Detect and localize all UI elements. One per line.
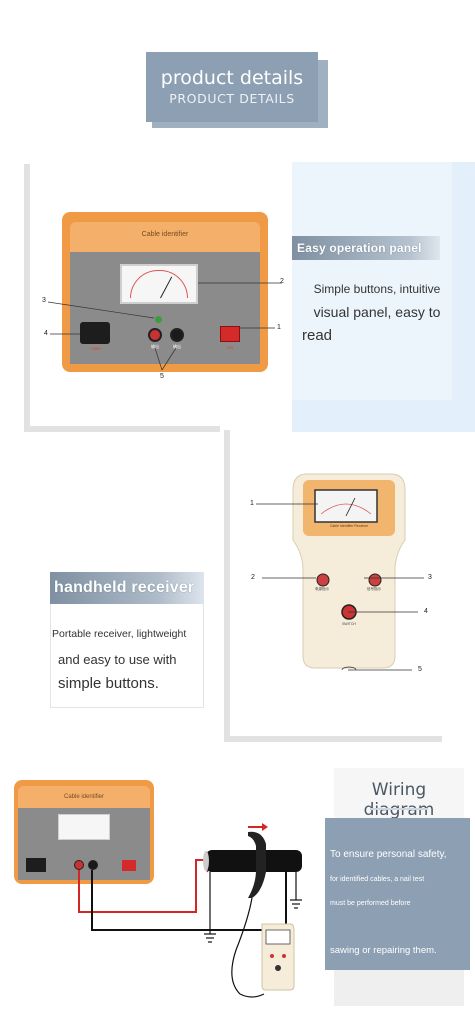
wiring-transmitter-header <box>18 786 150 808</box>
section2-frame-bottom <box>224 736 442 742</box>
receiver-callout-3: 3 <box>428 574 432 581</box>
power-switch-label: ON <box>227 345 233 350</box>
receiver-label: Cable Identifier Receiver <box>329 524 369 528</box>
wiring-title: Wiring diagram <box>363 780 435 820</box>
panel-callout-1: 1 <box>277 324 281 331</box>
wiring-title-box <box>334 768 464 820</box>
receiver-callout-5: 5 <box>418 666 422 673</box>
wiring-red-terminal-icon <box>74 860 84 870</box>
receiver-callout-2: 2 <box>251 574 255 581</box>
receiver-info-line-3: simple buttons. <box>58 675 159 692</box>
receiver-callout-lines <box>256 503 424 671</box>
red-terminal-label: 输出 <box>151 344 159 349</box>
wiring-power-socket-icon <box>26 858 46 872</box>
section1-frame-left <box>24 164 30 432</box>
power-socket-icon <box>80 322 110 344</box>
panel-callout-4: 4 <box>44 330 48 337</box>
panel-info-line-2: visual panel, easy to <box>313 304 441 320</box>
power-switch-icon <box>220 326 240 342</box>
receiver-device-illustration <box>292 473 406 670</box>
wiring-info-line-3: must be performed before <box>330 900 411 907</box>
wiring-power-switch-icon <box>122 860 136 871</box>
panel-info-text: Simple buttons, intuitive visual panel, … <box>302 278 452 347</box>
receiver-callout-1: 1 <box>250 500 254 507</box>
panel-callout-2: 2 <box>280 278 284 285</box>
page-title: product details <box>160 67 304 89</box>
section1-frame-bottom <box>24 426 220 432</box>
wiring-transmitter-label: Cable identifier <box>63 794 105 800</box>
wiring-title-underline <box>370 808 428 810</box>
panel-callout-lines <box>47 282 282 371</box>
receiver-left-label: 电源指示 <box>315 587 329 591</box>
wiring-info-line-2: for identified cables, a nail test <box>330 876 425 883</box>
red-output-terminal-icon <box>148 328 162 342</box>
power-socket-label: ~220V <box>89 346 101 351</box>
panel-info-line-3: read <box>302 327 333 344</box>
transmitter-panel-header <box>70 222 260 252</box>
section2-frame-left <box>224 430 230 742</box>
page-subtitle: PRODUCT DETAILS <box>169 91 295 106</box>
wiring-black-terminal-icon <box>88 860 98 870</box>
receiver-switch-label: SWITCH <box>342 622 356 626</box>
black-output-terminal-icon <box>170 328 184 342</box>
receiver-info-title: handheld receiver <box>50 572 204 604</box>
panel-callout-3: 3 <box>42 297 46 304</box>
wiring-meter-icon <box>58 814 110 840</box>
wiring-diagram-illustration <box>78 823 302 998</box>
black-terminal-label: 输出 <box>173 344 181 349</box>
transmitter-label: Cable identifier <box>141 231 189 238</box>
indicator-led-icon <box>155 316 162 323</box>
panel-info-inner <box>292 162 452 400</box>
panel-callout-5: 5 <box>160 373 164 380</box>
panel-info-line-1: Simple buttons, intuitive <box>313 282 441 296</box>
receiver-right-label: 信号指示 <box>367 587 381 591</box>
receiver-info-line-2: and easy to use with <box>58 652 177 667</box>
wiring-info-line-4: sawing or repairing them. <box>330 945 437 956</box>
panel-info-title: Easy operation panel <box>292 236 440 260</box>
wiring-info-box <box>325 818 470 970</box>
header-box: product details PRODUCT DETAILS <box>146 52 318 122</box>
receiver-info-line-1: Portable receiver, lightweight <box>52 628 187 640</box>
receiver-callout-4: 4 <box>424 608 428 615</box>
wiring-info-line-1: To ensure personal safety, <box>330 849 447 860</box>
